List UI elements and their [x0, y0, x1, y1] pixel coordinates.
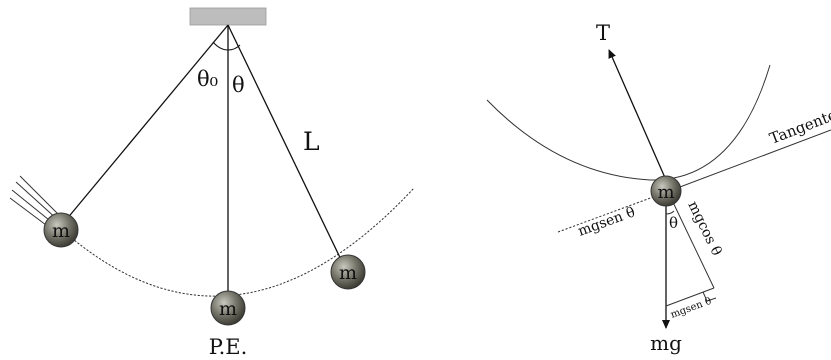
- theta-label: θ: [669, 214, 678, 232]
- mass-left-label: m: [52, 220, 70, 242]
- normal-component-label: mgcos θ: [684, 199, 724, 259]
- mass-label: m: [657, 182, 674, 203]
- string-left: [60, 24, 229, 227]
- pivot-support: [189, 7, 267, 26]
- swing-arc: [59, 187, 415, 297]
- small-component-line: [665, 287, 715, 307]
- string-right: [227, 24, 347, 271]
- normal-component-line: [669, 195, 715, 289]
- path-arc: [486, 64, 771, 181]
- angle-label-theta0: θ₀: [197, 67, 218, 91]
- tangential-component-label: mgsen θ: [576, 204, 637, 239]
- tangent-line-left: [557, 192, 665, 233]
- small-component-label: mgsen θ: [669, 296, 713, 321]
- tension-label: T: [596, 21, 610, 45]
- equilibrium-label: P.E.: [209, 335, 248, 359]
- left-pendulum: θ₀ θ L m m m P.E.: [9, 7, 415, 359]
- right-angle-mark: [702, 291, 717, 302]
- motion-lines: [9, 175, 61, 229]
- mass-right-diagram: [650, 175, 682, 207]
- angle-label-theta: θ: [232, 73, 245, 97]
- angle-arc-left: [212, 41, 229, 51]
- right-force-diagram: T Tangente m θ mgsen θ mgcos θ mgsen θ m…: [486, 21, 831, 355]
- tangent-label: Tangente: [767, 106, 831, 148]
- mass-left: [43, 212, 79, 248]
- mass-right-label: m: [339, 262, 357, 284]
- theta-angle-arc: [665, 210, 675, 215]
- length-label: L: [303, 127, 320, 156]
- mass-bottom-label: m: [219, 298, 237, 320]
- weight-label: mg: [650, 331, 682, 355]
- angle-arc-right: [227, 44, 241, 51]
- mass-right: [330, 254, 366, 290]
- mass-bottom: [210, 290, 246, 326]
- tension-arrow: [608, 49, 667, 181]
- tangent-line-right: [663, 129, 831, 194]
